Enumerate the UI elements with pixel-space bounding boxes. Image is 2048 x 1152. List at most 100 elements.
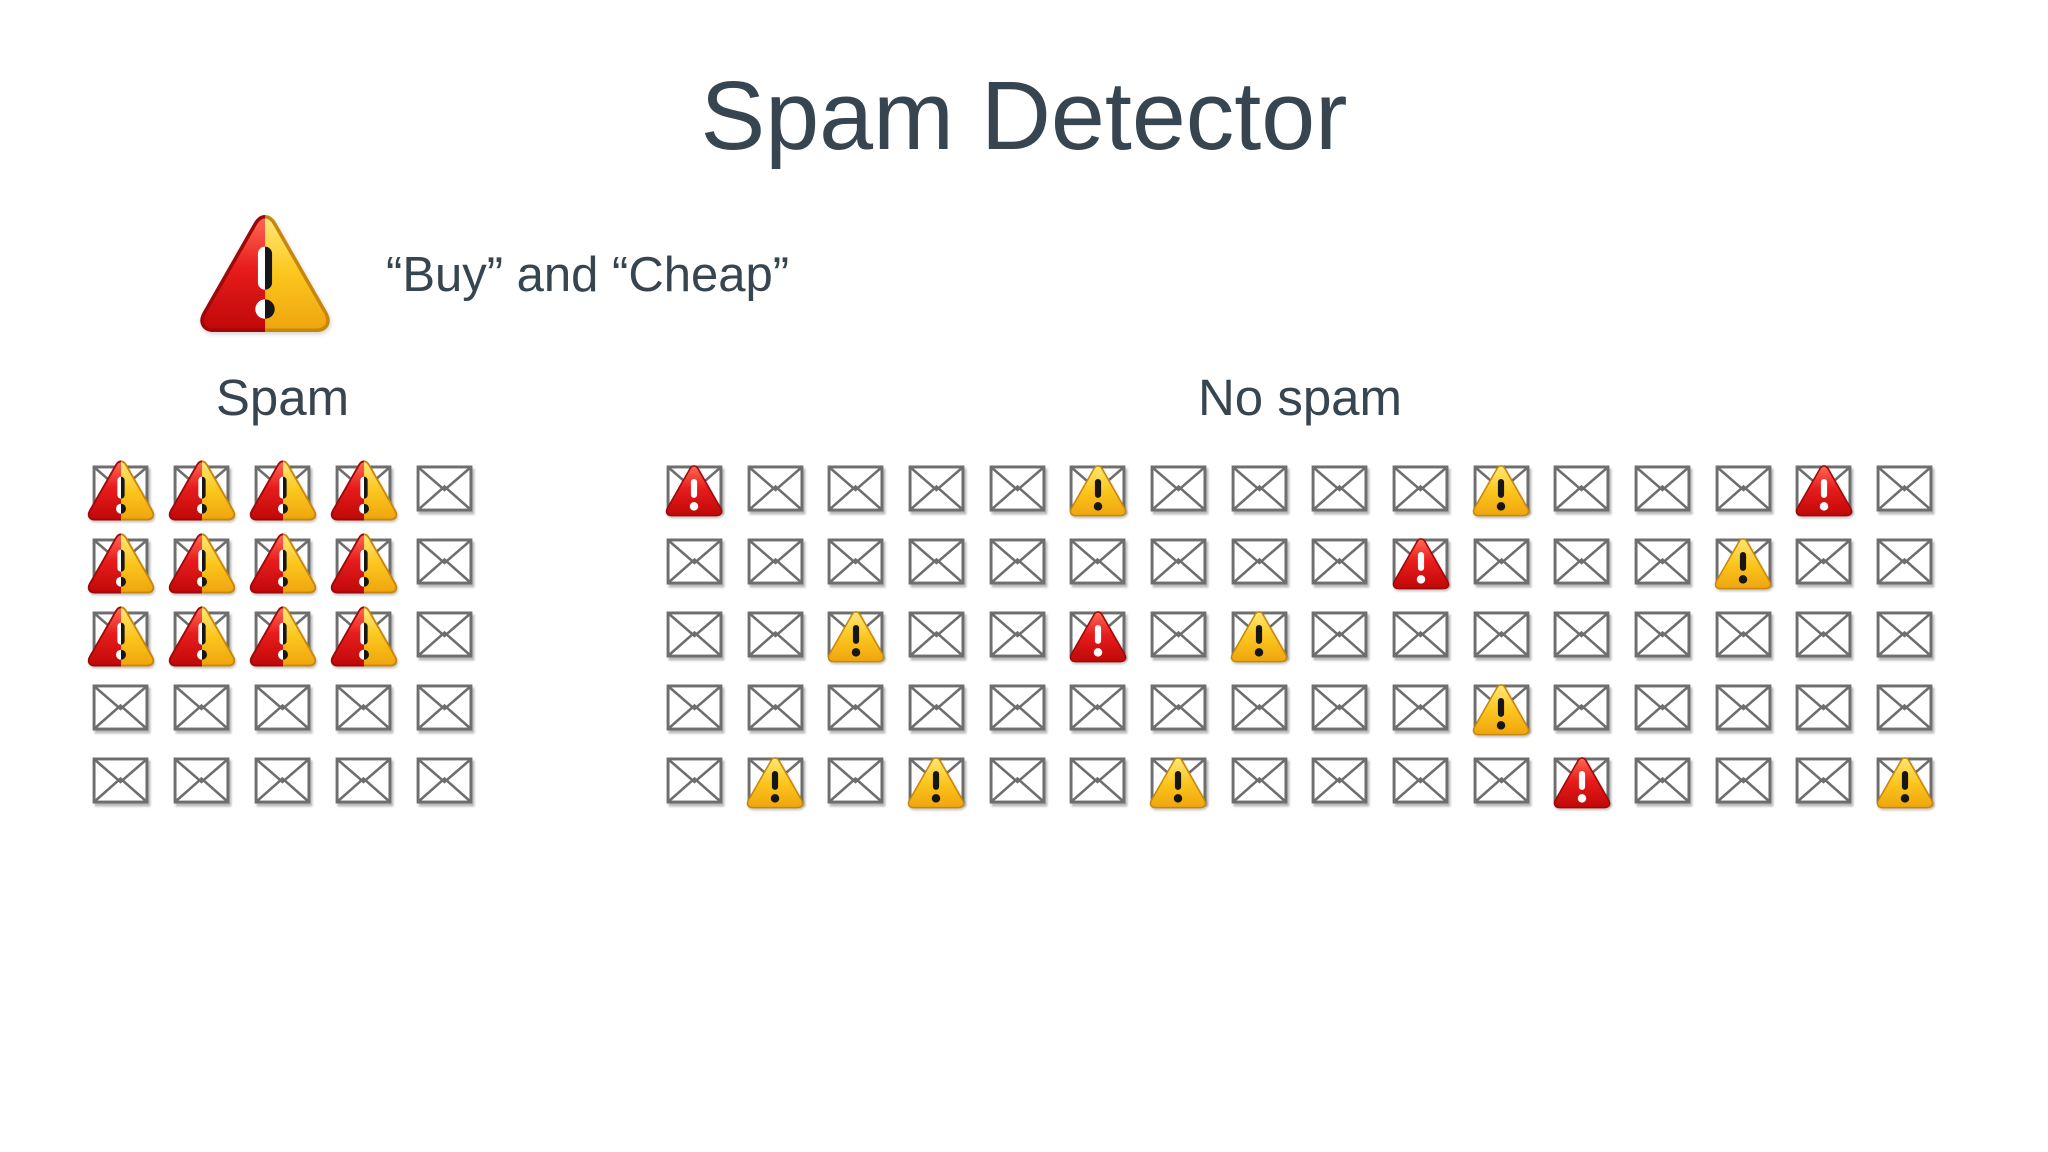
- yellow-warning-icon: [908, 756, 965, 808]
- email-plain: [815, 525, 896, 598]
- half-red-half-yellow-warning-icon: [87, 605, 154, 666]
- envelope-icon: [1150, 538, 1207, 585]
- email-flagged-spam: [323, 598, 404, 671]
- email-plain: [1622, 744, 1703, 817]
- half-red-half-yellow-warning-icon: [168, 532, 235, 593]
- envelope-icon: [92, 757, 149, 804]
- email-plain: [161, 671, 242, 744]
- envelope-icon: [747, 465, 803, 512]
- envelope-icon: [1876, 684, 1933, 731]
- email-plain: [1784, 598, 1865, 671]
- envelope-icon: [1069, 538, 1126, 585]
- envelope-icon: [1715, 757, 1772, 804]
- email-plain: [1380, 452, 1461, 525]
- email-plain: [1057, 744, 1138, 817]
- envelope-icon: [92, 684, 149, 731]
- email-flagged-spam: [242, 452, 323, 525]
- email-flagged-yellow: [1057, 452, 1138, 525]
- yellow-warning-icon: [1876, 756, 1933, 808]
- email-plain: [242, 744, 323, 817]
- email-plain: [1300, 598, 1381, 671]
- email-flagged-spam: [323, 452, 404, 525]
- yellow-warning-icon: [827, 610, 885, 662]
- email-plain: [404, 744, 485, 817]
- half-red-half-yellow-warning-icon: [330, 532, 397, 593]
- envelope-icon: [989, 757, 1045, 804]
- half-red-half-yellow-warning-icon: [87, 459, 154, 520]
- envelope-icon: [335, 757, 392, 804]
- email-plain: [1703, 598, 1784, 671]
- email-plain: [80, 671, 161, 744]
- email-plain: [1219, 671, 1300, 744]
- email-plain: [242, 671, 323, 744]
- email-flagged-spam: [161, 452, 242, 525]
- envelope-icon: [827, 684, 884, 731]
- email-plain: [1703, 744, 1784, 817]
- envelope-icon: [989, 538, 1045, 585]
- email-flagged-red: [654, 452, 735, 525]
- envelope-icon: [1796, 684, 1852, 731]
- email-plain: [323, 744, 404, 817]
- envelope-icon: [254, 684, 311, 731]
- email-plain: [1057, 671, 1138, 744]
- email-plain: [1622, 452, 1703, 525]
- page-title: Spam Detector: [700, 61, 1348, 170]
- envelope-icon: [1796, 538, 1852, 585]
- half-red-half-yellow-warning-icon: [330, 605, 397, 666]
- email-plain: [1542, 452, 1623, 525]
- envelope-icon: [1554, 538, 1610, 585]
- envelope-icon: [1876, 611, 1933, 658]
- email-flagged-yellow: [1461, 452, 1542, 525]
- email-plain: [1461, 598, 1542, 671]
- email-flagged-spam: [80, 598, 161, 671]
- email-plain: [1461, 744, 1542, 817]
- email-plain: [896, 452, 977, 525]
- envelope-icon: [335, 684, 392, 731]
- half-red-half-yellow-warning-icon: [200, 215, 330, 333]
- envelope-icon: [666, 611, 723, 658]
- envelope-icon: [1634, 538, 1691, 585]
- envelope-icon: [1634, 465, 1691, 512]
- half-red-half-yellow-warning-icon: [87, 532, 154, 593]
- envelope-icon: [666, 757, 723, 804]
- yellow-warning-icon: [1472, 464, 1530, 516]
- email-plain: [1784, 671, 1865, 744]
- envelope-icon: [1796, 757, 1852, 804]
- envelope-icon: [173, 757, 230, 804]
- email-plain: [1461, 525, 1542, 598]
- envelope-icon: [747, 538, 803, 585]
- email-plain: [1380, 598, 1461, 671]
- email-flagged-yellow: [1138, 744, 1219, 817]
- email-flagged-spam: [161, 525, 242, 598]
- email-plain: [977, 671, 1058, 744]
- envelope-icon: [908, 684, 965, 731]
- email-plain: [654, 525, 735, 598]
- email-flagged-yellow: [1219, 598, 1300, 671]
- email-plain: [977, 525, 1058, 598]
- envelope-icon: [1715, 611, 1772, 658]
- email-plain: [815, 744, 896, 817]
- email-flagged-red: [1542, 744, 1623, 817]
- spam-section-label: Spam: [215, 369, 350, 426]
- red-warning-icon: [1795, 464, 1853, 516]
- yellow-warning-icon: [746, 756, 804, 808]
- email-flagged-yellow: [1461, 671, 1542, 744]
- feature-words-label: “Buy” and “Cheap”: [386, 247, 790, 302]
- email-plain: [1864, 452, 1945, 525]
- spam-email-grid: [80, 452, 485, 817]
- email-plain: [896, 671, 977, 744]
- email-flagged-spam: [323, 525, 404, 598]
- email-plain: [654, 744, 735, 817]
- envelope-icon: [1150, 465, 1207, 512]
- yellow-warning-icon: [1230, 610, 1288, 662]
- nospam-email-grid: [654, 452, 1945, 817]
- email-plain: [404, 452, 485, 525]
- email-plain: [654, 598, 735, 671]
- envelope-icon: [747, 684, 803, 731]
- feature-legend: “Buy” and “Cheap”: [198, 208, 789, 341]
- envelope-icon: [1715, 684, 1772, 731]
- envelope-icon: [1311, 611, 1368, 658]
- email-plain: [1138, 671, 1219, 744]
- envelope-icon: [1231, 538, 1288, 585]
